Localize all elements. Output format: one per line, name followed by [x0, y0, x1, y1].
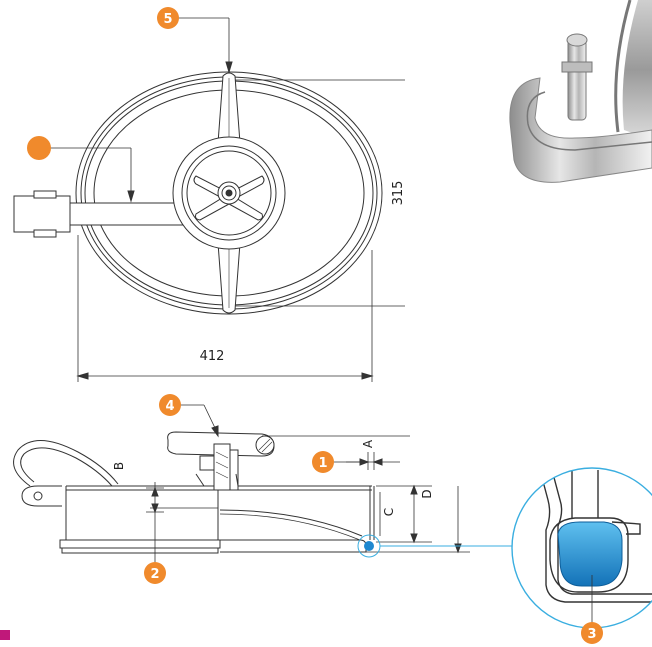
dim412-arrow-right — [361, 372, 374, 380]
callout-3-circle — [581, 622, 603, 644]
photo-lid-rim — [614, 0, 632, 133]
dome-curve-2 — [219, 513, 361, 541]
photo-pin — [567, 39, 587, 121]
zoom-wall-inner — [551, 469, 652, 595]
spindle-thread-3 — [215, 471, 229, 479]
dimD-arrow-bottom — [410, 533, 418, 544]
hinge-loop — [21, 485, 62, 507]
dim412-arrow-left — [76, 372, 89, 380]
dimB-arrow-top — [151, 486, 159, 497]
callout-5-number: 5 — [163, 12, 172, 27]
spindle-bracket — [229, 449, 239, 491]
callout-2: 2 — [144, 562, 166, 584]
dimension-315-label: 315 — [391, 181, 406, 206]
leader-5-arrow — [225, 61, 233, 74]
hinge-pin — [33, 491, 43, 501]
dimA-arrow-left — [359, 458, 370, 466]
letter-c: C — [382, 508, 396, 516]
leader-orange-arrow — [127, 190, 135, 203]
zoom-channel-outer — [549, 517, 629, 593]
photo-lid-edge — [622, 0, 652, 140]
photo-bracket — [509, 77, 652, 183]
hinge-curve-inner — [20, 447, 113, 487]
letter-b: B — [112, 462, 126, 470]
spindle-thread-2 — [215, 461, 229, 469]
spindle-thread-1 — [215, 451, 229, 459]
dimB-arrow-bottom — [151, 503, 159, 514]
spindle-nut — [199, 455, 215, 471]
hinge-arm — [67, 202, 189, 226]
callout-5: 5 — [157, 7, 179, 29]
hinge-block — [13, 195, 71, 233]
dimD-arrow-top — [410, 484, 418, 495]
callout-unnumbered — [27, 136, 51, 160]
leader-4-diagonal — [203, 404, 217, 431]
callout-2-circle — [144, 562, 166, 584]
base-right — [220, 539, 367, 553]
zoom-flange — [611, 521, 641, 535]
base-flange-bottom — [61, 547, 219, 554]
callout-4: 4 — [159, 394, 181, 416]
callout-5-circle — [157, 7, 179, 29]
seal-zoom-detail — [511, 467, 652, 629]
dome-curve — [219, 509, 363, 537]
hub-ring — [181, 145, 277, 241]
callout-4-number: 4 — [165, 399, 174, 414]
base-flange — [59, 539, 221, 549]
hub-inner — [186, 150, 272, 236]
side-handle-end — [255, 435, 275, 455]
callout-1-number: 1 — [318, 456, 327, 471]
dim-far-arrow-bottom — [454, 543, 462, 554]
side-view — [13, 404, 470, 562]
corner-mark — [0, 630, 10, 640]
side-handle-hatch-2 — [261, 441, 273, 453]
callout-4-circle — [159, 394, 181, 416]
star-center-mid — [221, 185, 237, 201]
spindle-base — [195, 473, 239, 487]
zoom-wall-outer — [539, 469, 652, 603]
zoom-seal — [557, 521, 623, 587]
top-view — [13, 17, 405, 382]
hinge-curve — [13, 440, 119, 487]
callout-2-number: 2 — [150, 567, 159, 582]
photo-pin-collar — [561, 61, 593, 73]
callout-orange-circle — [27, 136, 51, 160]
seal-small — [364, 541, 374, 551]
callout-3-number: 3 — [587, 627, 596, 642]
hinge-knuckle-bottom — [33, 229, 57, 238]
letter-d: D — [420, 489, 434, 498]
dimension-412-label: 412 — [200, 349, 225, 364]
callout-3: 3 — [581, 622, 603, 644]
dimA-arrow-right — [372, 458, 383, 466]
photo-pin-cap — [566, 33, 588, 47]
photo-bracket-inner — [526, 91, 652, 151]
spindle — [213, 443, 231, 491]
hinge-knuckle-top — [33, 190, 57, 199]
star-center-inner — [225, 189, 233, 197]
callout-1: 1 — [312, 451, 334, 473]
side-handle-hatch-1 — [258, 438, 271, 451]
product-photo — [509, 0, 652, 183]
callout-1-circle — [312, 451, 334, 473]
letter-a: A — [361, 439, 375, 448]
leader-4-arrow — [211, 425, 219, 438]
